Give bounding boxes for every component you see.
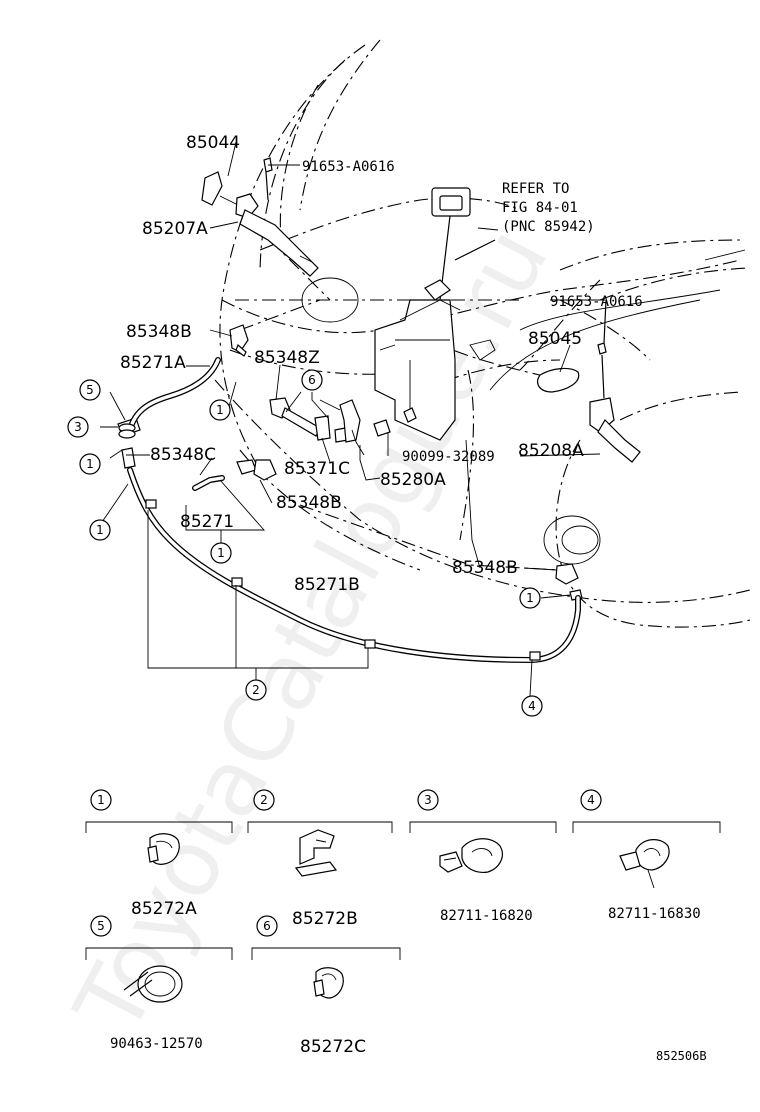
circle-1-main-e: 1	[519, 587, 541, 609]
label-85271: 85271	[180, 512, 234, 532]
circle-4-main: 4	[521, 695, 543, 717]
label-85280a: 85280A	[380, 470, 446, 490]
svg-text:1: 1	[86, 457, 94, 471]
clip-82711-16830-icon	[619, 839, 670, 889]
legend-item-3: 3 82711-16820	[409, 789, 557, 924]
legend-part-82711-16820: 82711-16820	[440, 908, 533, 924]
legend-item-5: 5 90463-12570	[85, 915, 233, 1052]
circle-1-main-d: 1	[210, 542, 232, 564]
legend-part-90463-12570: 90463-12570	[110, 1036, 203, 1052]
label-85348b-mid: 85348B	[276, 493, 342, 513]
label-85045: 85045	[528, 329, 582, 349]
svg-text:2: 2	[260, 793, 268, 807]
washer-tank	[374, 187, 496, 441]
svg-text:4: 4	[528, 699, 536, 713]
label-85271b: 85271B	[294, 575, 360, 595]
legend-item-4: 4 82711-16830	[572, 789, 721, 922]
svg-text:1: 1	[96, 523, 104, 537]
leader-lines	[99, 141, 605, 697]
legend-part-85272b: 85272B	[292, 909, 358, 929]
vehicle-body-outline	[214, 39, 751, 628]
clip-85272a-icon	[147, 833, 180, 865]
legend-part-82711-16830: 82711-16830	[608, 906, 701, 922]
callout-circles: 5 3 1 1 6 1 1 1 2 4	[67, 369, 543, 717]
clip-82711-16820-icon	[439, 838, 503, 873]
circle-6-main: 6	[301, 369, 323, 391]
svg-text:1: 1	[97, 793, 105, 807]
legend-item-2: 2 85272B	[247, 789, 393, 929]
svg-text:1: 1	[217, 546, 225, 560]
label-91653-a0616-top: 91653-A0616	[302, 159, 395, 175]
label-85348b-top: 85348B	[126, 322, 192, 342]
svg-text:4: 4	[587, 793, 595, 807]
legend: 1 85272A 2 85272B 3	[85, 789, 721, 1057]
band-90463-12570-icon	[123, 965, 183, 1003]
label-85348b-low: 85348B	[452, 558, 518, 578]
label-85208a: 85208A	[518, 441, 584, 461]
label-refer-to: REFER TO	[502, 181, 569, 197]
svg-text:6: 6	[263, 919, 271, 933]
label-91653-a0616-right: 91653-A0616	[550, 294, 643, 310]
circle-3-main: 3	[67, 416, 89, 438]
label-85348z: 85348Z	[254, 348, 320, 368]
svg-text:5: 5	[86, 383, 94, 397]
label-85207a: 85207A	[142, 219, 208, 239]
circle-1-main-c: 1	[89, 519, 111, 541]
small-parts	[117, 324, 583, 601]
label-85348c: 85348C	[150, 445, 216, 465]
label-85271a: 85271A	[120, 353, 186, 373]
clip-85272c-icon	[313, 967, 344, 999]
svg-text:5: 5	[97, 919, 105, 933]
circle-1-main-a: 1	[79, 453, 101, 475]
clip-85272b-icon	[294, 829, 338, 877]
circle-2-main: 2	[245, 679, 267, 701]
label-refer-fig: FIG 84-01	[502, 200, 578, 216]
legend-item-1: 1 85272A	[85, 789, 233, 919]
label-85371c: 85371C	[284, 459, 350, 479]
legend-part-85272c: 85272C	[300, 1037, 366, 1057]
circle-1-main-b: 1	[209, 399, 231, 421]
svg-text:2: 2	[252, 683, 260, 697]
svg-text:1: 1	[526, 591, 534, 605]
svg-text:3: 3	[424, 793, 432, 807]
legend-part-85272a: 85272A	[131, 899, 197, 919]
part-number-labels: 85044 91653-A0616 REFER TO FIG 84-01 (PN…	[120, 133, 643, 595]
svg-text:1: 1	[216, 403, 224, 417]
label-85044: 85044	[186, 133, 240, 153]
headlamp-cleaner-jet-right	[537, 299, 641, 463]
label-90099-32089: 90099-32089	[402, 449, 495, 465]
legend-item-6: 6 85272C	[251, 915, 401, 1057]
circle-5-main: 5	[79, 379, 101, 401]
diagram-code: 852506B	[656, 1049, 707, 1063]
svg-text:6: 6	[308, 373, 316, 387]
label-refer-pnc: (PNC 85942)	[502, 219, 595, 235]
svg-text:3: 3	[74, 420, 82, 434]
washer-hoses	[118, 357, 581, 664]
